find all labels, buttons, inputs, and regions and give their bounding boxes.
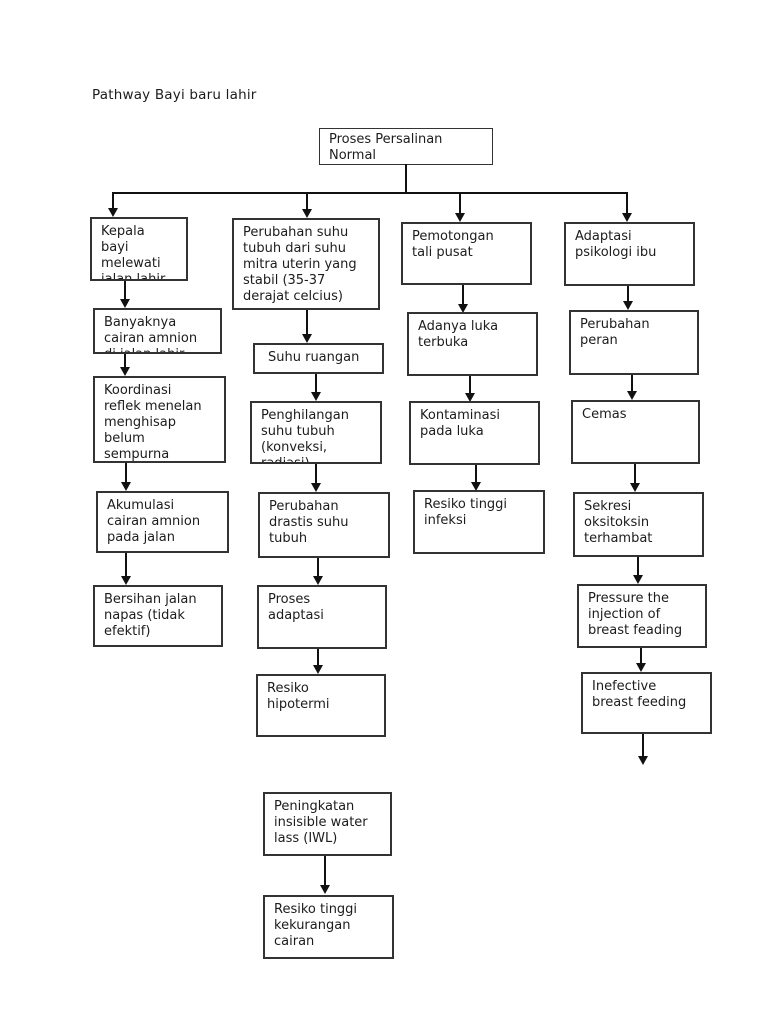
- arrow-down-icon: [313, 576, 323, 585]
- arrow-down-icon: [455, 213, 465, 222]
- connector-stem: [631, 375, 633, 392]
- arrow-down-icon: [311, 392, 321, 401]
- arrow-down-icon: [471, 482, 481, 491]
- node-adanya-luka-terbuka: Adanya luka terbuka: [407, 312, 538, 376]
- arrow-down-icon: [120, 367, 130, 376]
- connector-stem: [306, 193, 308, 210]
- connector-branch-line: [112, 192, 628, 194]
- arrow-down-icon: [636, 663, 646, 672]
- connector-stem: [642, 734, 644, 757]
- connector-stem: [405, 164, 407, 194]
- arrow-down-icon: [313, 665, 323, 674]
- connector-stem: [315, 374, 317, 393]
- node-adaptasi-psikologi-ibu: Adaptasi psikologi ibu: [564, 222, 695, 286]
- arrow-down-icon: [465, 393, 475, 402]
- arrow-down-icon: [311, 483, 321, 492]
- connector-stem: [124, 354, 126, 368]
- node-resiko-kekurangan-cairan: Resiko tinggi kekurangan cairan: [263, 895, 394, 959]
- node-proses-adaptasi: Proses adaptasi: [257, 585, 387, 649]
- arrow-down-icon: [638, 756, 648, 765]
- connector-stem: [124, 281, 126, 300]
- connector-stem: [112, 193, 114, 209]
- arrow-down-icon: [121, 482, 131, 491]
- connector-stem: [306, 310, 308, 335]
- arrow-down-icon: [458, 304, 468, 313]
- arrow-down-icon: [627, 391, 637, 400]
- page-title: Pathway Bayi baru lahir: [92, 87, 257, 103]
- connector-stem: [469, 376, 471, 394]
- arrow-down-icon: [302, 209, 312, 218]
- node-perubahan-peran: Perubahan peran: [569, 310, 699, 375]
- node-peningkatan-iwl: Peningkatan insisible water lass (IWL): [263, 792, 392, 856]
- connector-stem: [324, 856, 326, 886]
- connector-stem: [125, 553, 127, 577]
- node-banyaknya-cairan-amnion: Banyaknya cairan amnion di jalan lahir: [93, 308, 222, 354]
- arrow-down-icon: [108, 208, 118, 217]
- connector-stem: [626, 193, 628, 214]
- connector-stem: [317, 649, 319, 666]
- connector-stem: [634, 464, 636, 484]
- node-koordinasi-reflek: Koordinasi reflek menelan menghisap belu…: [93, 376, 226, 463]
- arrow-down-icon: [302, 334, 312, 343]
- arrow-down-icon: [121, 576, 131, 585]
- connector-stem: [640, 648, 642, 664]
- arrow-down-icon: [120, 299, 130, 308]
- arrow-down-icon: [630, 483, 640, 492]
- arrow-down-icon: [623, 301, 633, 310]
- node-sekresi-oksitoksin: Sekresi oksitoksin terhambat: [573, 492, 704, 557]
- node-resiko-hipotermi: Resiko hipotermi: [256, 674, 386, 737]
- node-kepala-bayi-melewati: Kepala bayi melewati jalan lahir: [90, 217, 188, 281]
- connector-stem: [627, 286, 629, 302]
- node-cemas: Cemas: [571, 400, 700, 464]
- node-kontaminasi-pada-luka: Kontaminasi pada luka: [409, 401, 540, 465]
- connector-stem: [637, 557, 639, 576]
- node-resiko-tinggi-infeksi: Resiko tinggi infeksi: [413, 490, 545, 554]
- connector-stem: [459, 193, 461, 214]
- node-perubahan-suhu-tubuh: Perubahan suhu tubuh dari suhu mitra ute…: [232, 218, 380, 310]
- arrow-down-icon: [633, 575, 643, 584]
- node-akumulasi-cairan: Akumulasi cairan amnion pada jalan: [96, 491, 229, 553]
- arrow-down-icon: [622, 213, 632, 222]
- connector-stem: [317, 558, 319, 577]
- node-inefective-breast-feeding: Inefective breast feeding: [581, 672, 712, 734]
- node-suhu-ruangan: Suhu ruangan: [253, 343, 384, 374]
- arrow-down-icon: [320, 885, 330, 894]
- connector-stem: [315, 464, 317, 484]
- node-pemotongan-tali-pusat: Pemotongan tali pusat: [401, 222, 532, 285]
- node-perubahan-drastis-suhu: Perubahan drastis suhu tubuh: [258, 492, 390, 558]
- connector-stem: [125, 463, 127, 483]
- connector-stem: [475, 465, 477, 483]
- node-penghilangan-suhu: Penghilangan suhu tubuh (konveksi, radia…: [250, 401, 382, 464]
- node-proses-persalinan-normal: Proses Persalinan Normal: [319, 128, 493, 165]
- node-pressure-injection: Pressure the injection of breast feading: [577, 584, 707, 648]
- connector-stem: [462, 285, 464, 305]
- node-bersihan-jalan-napas: Bersihan jalan napas (tidak efektif): [93, 585, 223, 647]
